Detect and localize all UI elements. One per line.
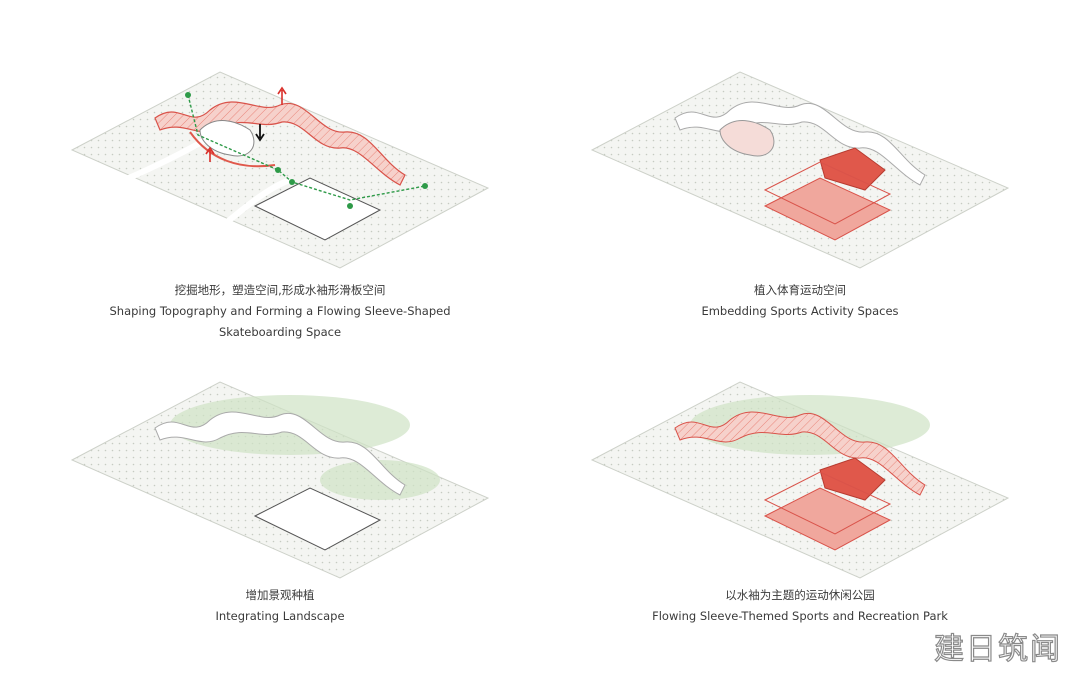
caption-cn-1: 挖掘地形，塑造空间,形成水袖形滑板空间 xyxy=(174,283,386,297)
caption-en-3: Integrating Landscape xyxy=(215,609,345,623)
caption-en-4: Flowing Sleeve-Themed Sports and Recreat… xyxy=(652,609,948,623)
arrow-down-icon xyxy=(255,124,265,142)
diagram-panel-sports xyxy=(580,60,1020,270)
caption-panel-2: 植入体育运动空间 Embedding Sports Activity Space… xyxy=(580,280,1020,322)
watermark-text: 建日筑闻 xyxy=(933,631,1062,667)
diagram-panel-topography xyxy=(60,60,500,270)
isometric-site-plan-4 xyxy=(590,381,1010,579)
caption-cn-4: 以水袖为主题的运动休闲公园 xyxy=(725,588,875,602)
arrow-up-icon-2 xyxy=(205,146,215,162)
caption-en-1a: Shaping Topography and Forming a Flowing… xyxy=(109,304,451,318)
isometric-site-plan-2 xyxy=(590,71,1010,269)
diagram-panel-landscape xyxy=(60,370,500,580)
green-path xyxy=(187,94,426,201)
sports-court-volume xyxy=(763,177,892,241)
isometric-site-plan-3 xyxy=(70,381,490,579)
caption-panel-3: 增加景观种植 Integrating Landscape xyxy=(60,585,500,627)
arrow-up-icon xyxy=(277,86,287,105)
caption-en-1b: Skateboarding Space xyxy=(218,325,342,339)
isometric-site-plan xyxy=(70,71,490,269)
caption-panel-1: 挖掘地形，塑造空间,形成水袖形滑板空间 Shaping Topography a… xyxy=(60,280,500,343)
caption-en-2: Embedding Sports Activity Spaces xyxy=(701,304,899,318)
caption-cn-3: 增加景观种植 xyxy=(245,588,315,602)
diagram-panel-park xyxy=(580,370,1020,580)
caption-panel-4: 以水袖为主题的运动休闲公园 Flowing Sleeve-Themed Spor… xyxy=(580,585,1020,627)
caption-cn-2: 植入体育运动空间 xyxy=(754,283,846,297)
court-outline xyxy=(253,177,382,241)
sports-block xyxy=(819,147,886,191)
